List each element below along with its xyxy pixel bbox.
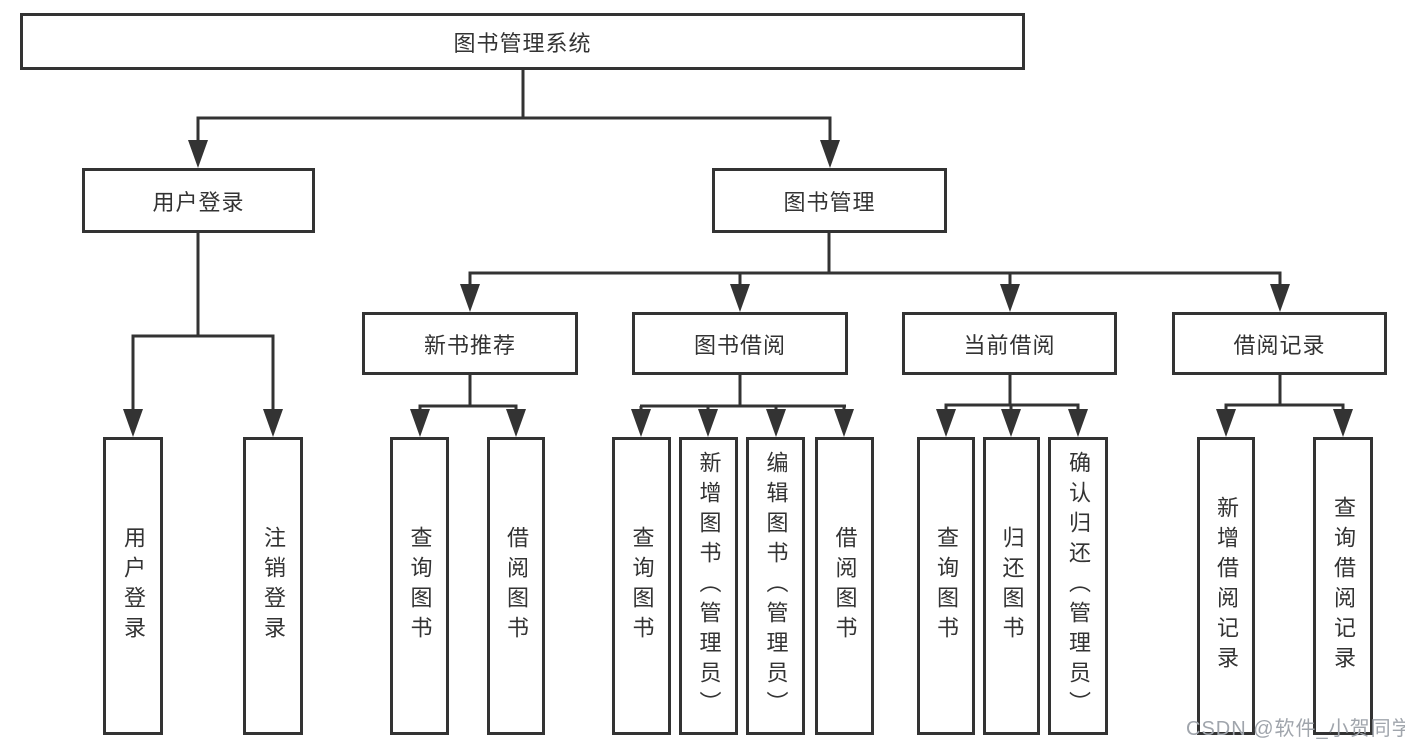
leaf-records-query-record: 查询借阅记录 [1313,437,1373,735]
node-book-borrowing: 图书借阅 [632,312,848,375]
leaf-newbooks-borrow-books: 借阅图书 [487,437,545,735]
leaf-newbooks-borrow-books-label: 借阅图书 [504,526,529,646]
leaf-records-query-record-label: 查询借阅记录 [1331,496,1356,676]
node-user-login: 用户登录 [82,168,315,233]
node-book-management-label: 图书管理 [783,189,876,215]
leaf-borrowing-add-books-admin: 新增图书（管理员） [679,437,738,735]
node-book-borrowing-label: 图书借阅 [693,332,786,358]
leaf-records-add-record: 新增借阅记录 [1197,437,1255,735]
leaf-borrowing-borrow-books-label: 借阅图书 [832,526,858,646]
leaf-newbooks-query-books-label: 查询图书 [407,526,433,646]
leaf-borrowing-query-books-label: 查询图书 [629,526,655,646]
leaf-current-return-books: 归还图书 [983,437,1040,735]
leaf-logout: 注销登录 [243,437,303,735]
leaf-user-login: 用户登录 [103,437,163,735]
node-borrowing-records-label: 借阅记录 [1233,332,1326,358]
leaf-user-login-label: 用户登录 [121,526,146,646]
leaf-newbooks-query-books: 查询图书 [390,437,449,735]
node-book-management: 图书管理 [712,168,947,233]
node-user-login-label: 用户登录 [152,189,245,215]
leaf-current-return-books-label: 归还图书 [999,526,1025,646]
leaf-borrowing-query-books: 查询图书 [612,437,671,735]
node-root-system: 图书管理系统 [20,13,1025,70]
node-borrowing-records: 借阅记录 [1172,312,1387,375]
arrowhead-icons [123,140,1353,437]
node-new-books: 新书推荐 [362,312,578,375]
node-root-label: 图书管理系统 [453,30,592,56]
leaf-borrowing-borrow-books: 借阅图书 [815,437,874,735]
leaf-logout-label: 注销登录 [261,526,286,646]
leaf-current-confirm-return-admin: 确认归还（管理员） [1048,437,1108,735]
leaf-current-query-books-label: 查询图书 [934,526,959,646]
leaf-borrowing-add-books-admin-label: 新增图书（管理员） [696,451,722,721]
leaf-borrowing-edit-books-admin-label: 编辑图书（管理员） [763,451,789,721]
node-current-borrowing-label: 当前借阅 [963,332,1056,358]
leaf-records-add-record-label: 新增借阅记录 [1214,496,1239,676]
leaf-borrowing-edit-books-admin: 编辑图书（管理员） [746,437,805,735]
leaf-current-confirm-return-admin-label: 确认归还（管理员） [1066,451,1091,721]
leaf-current-query-books: 查询图书 [917,437,975,735]
csdn-watermark: CSDN @软件_小贺同学 [1186,718,1405,740]
node-new-books-label: 新书推荐 [423,332,516,358]
node-current-borrowing: 当前借阅 [902,312,1117,375]
